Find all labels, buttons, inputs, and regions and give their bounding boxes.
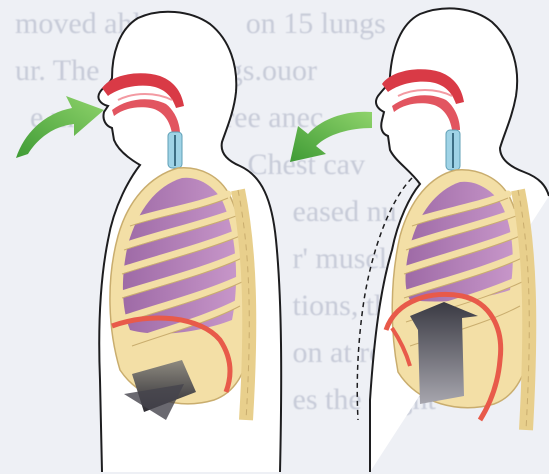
inhale-arrow-icon [16,96,104,158]
exhale-arrow-icon [290,112,372,162]
panel-inhalation [16,12,281,472]
panel-exhalation [290,8,549,472]
